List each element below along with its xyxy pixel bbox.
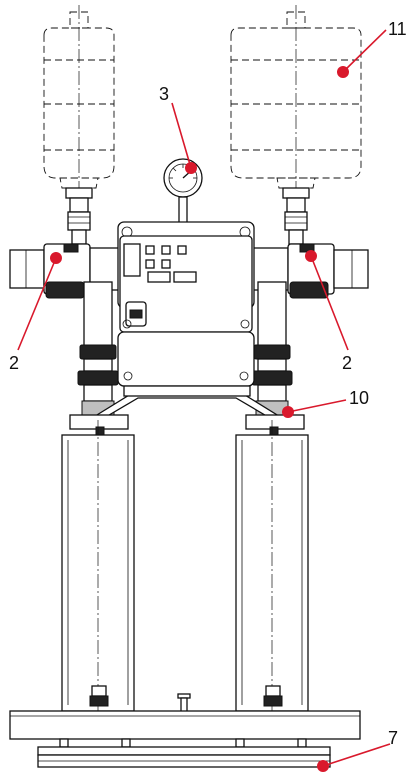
control-box: [117, 221, 255, 387]
callout-label-gauge: 3: [159, 84, 169, 104]
tank-fitting-left: [65, 187, 93, 245]
mounting-bracket: [89, 385, 285, 419]
riser-pipe-right: [251, 281, 293, 416]
callout-label-valve-right: 2: [342, 353, 352, 373]
tank-fitting-right: [282, 187, 310, 245]
callout-label-connector: 10: [349, 388, 369, 408]
callout-tank: 11: [337, 19, 407, 78]
callout-valve-right: 2: [305, 250, 352, 373]
callout-label-tank: 11: [388, 19, 407, 39]
base-center-bolt: [177, 693, 191, 713]
callout-gauge: 3: [159, 84, 197, 174]
riser-pipe-left: [77, 281, 119, 416]
base-frame: [9, 710, 361, 768]
pump-left: [61, 414, 135, 720]
tank-right: [230, 5, 362, 195]
callout-valve-left: 2: [9, 252, 62, 373]
callout-connector: 10: [282, 388, 369, 418]
callout-base: 7: [317, 728, 398, 772]
pump-right: [235, 414, 309, 720]
tank-left: [43, 5, 115, 195]
callout-label-valve-left: 2: [9, 353, 19, 373]
callout-label-base: 7: [388, 728, 398, 748]
